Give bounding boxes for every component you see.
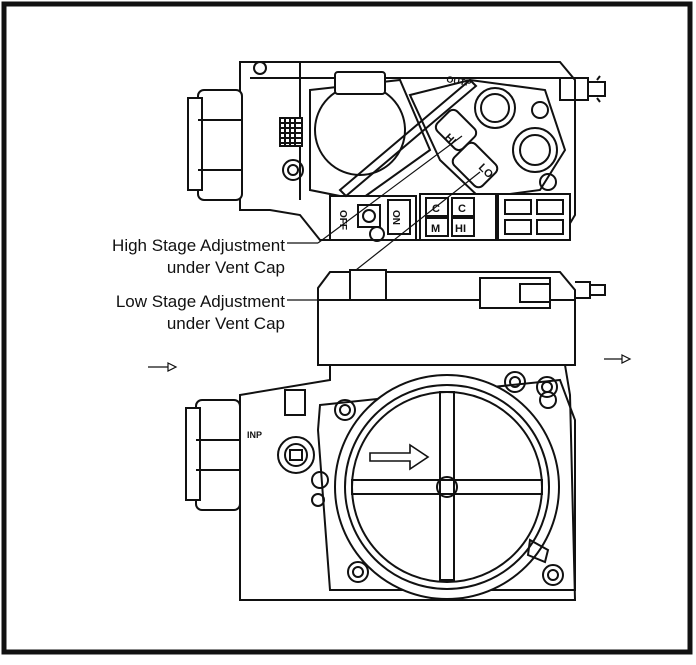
high-stage-callout-line1: High Stage Adjustment <box>112 236 285 255</box>
low-stage-callout-line1: Low Stage Adjustment <box>115 292 285 311</box>
outlet-label: OUTP <box>446 74 472 88</box>
terminal-c2-label: C <box>458 203 466 215</box>
low-stage-callout: Low Stage Adjustment under Vent Cap <box>30 291 285 335</box>
on-label: ON <box>390 210 401 225</box>
flow-arrow-left <box>148 362 178 372</box>
inlet-label: INP <box>247 430 262 440</box>
high-stage-callout-line2: under Vent Cap <box>166 258 285 277</box>
terminal-c1-label: C <box>432 203 440 215</box>
diagram-border <box>1 1 693 655</box>
valve-top-view <box>187 61 606 242</box>
off-label: OFF <box>337 210 348 230</box>
terminal-hi-label: HI <box>455 223 466 235</box>
terminal-m-label: M <box>431 223 440 235</box>
high-stage-callout: High Stage Adjustment under Vent Cap <box>30 235 285 279</box>
high-stage-leader-diagonal <box>317 135 463 244</box>
valve-side-view <box>185 269 606 601</box>
low-stage-callout-line2: under Vent Cap <box>166 314 285 333</box>
flow-arrow-right <box>604 354 632 364</box>
